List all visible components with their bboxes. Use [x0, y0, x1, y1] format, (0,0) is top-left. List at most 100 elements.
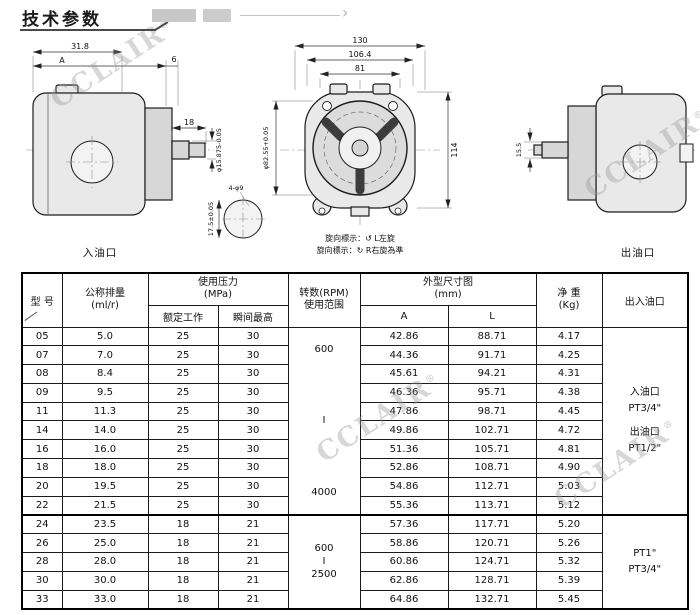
- table-cell: 07: [21, 345, 63, 366]
- dim-label: 114: [450, 142, 459, 157]
- table-cell: 9.5: [61, 382, 149, 403]
- table-cell: 14: [21, 420, 63, 441]
- table-cell: 95.71: [447, 382, 537, 403]
- table-cell: 22: [21, 495, 63, 516]
- table-cell: 16.0: [61, 439, 149, 460]
- dim-label: φ82.55+0.05: [262, 127, 270, 170]
- table-cell: 25: [147, 420, 219, 441]
- page-header: 技术参数 ›: [0, 0, 700, 36]
- left-view-drawing: 31.8 A 6 18 φ15.875-0.05 4-φ9 17.5±0.05 …: [26, 42, 266, 259]
- table-cell: 30: [217, 326, 289, 347]
- table-cell: 4.90: [535, 458, 603, 478]
- table-cell: 88.71: [447, 326, 537, 347]
- table-cell: 21: [217, 570, 289, 591]
- table-cell: 30: [217, 495, 289, 516]
- table-cell: 25: [147, 364, 219, 384]
- table-cell: 57.36: [359, 513, 449, 535]
- table-cell: 21: [217, 533, 289, 554]
- table-cell: 14.0: [61, 420, 149, 441]
- rpm-range-cell-line: I: [322, 415, 326, 427]
- page-title: 技术参数: [22, 10, 102, 30]
- table-cell: 5.0: [61, 326, 149, 347]
- rpm-range-cell-line: 600: [314, 543, 334, 555]
- table-cell: 4.81: [535, 439, 603, 460]
- ports-cell-line: PT1/2": [628, 442, 662, 454]
- table-cell: 62.86: [359, 570, 449, 591]
- table-cell: 105.71: [447, 439, 537, 460]
- spec-table: 型 号 公称排量 (ml/r) 使用压力 (MPa) 转数(RPM) 使用范围 …: [21, 272, 689, 610]
- table-cell: 25: [147, 401, 219, 422]
- sub-header-row: 额定工作 瞬间最高 A L: [22, 304, 688, 328]
- table-cell: 44.36: [359, 345, 449, 366]
- table-cell: 58.86: [359, 533, 449, 554]
- table-cell: 54.86: [359, 476, 449, 497]
- table-cell: 46.36: [359, 382, 449, 403]
- table-cell: 4.45: [535, 401, 603, 422]
- ports-cell-line: PT3/4": [628, 402, 662, 414]
- table-cell: 30: [217, 420, 289, 441]
- table-cell: 51.36: [359, 439, 449, 460]
- table-cell: 64.86: [359, 589, 449, 610]
- table-cell: 102.71: [447, 420, 537, 441]
- col-header-unit: (Kg): [558, 300, 580, 312]
- table-cell: 25: [147, 326, 219, 347]
- rpm-range-cell-line: I: [322, 556, 326, 568]
- col-header-unit: (mm): [434, 289, 462, 301]
- rpm-range-cell-line: 4000: [311, 486, 337, 498]
- col-header-dimensions: 外型尺寸图 (mm): [359, 272, 537, 306]
- table-cell: 30: [21, 570, 63, 591]
- outlet-port-label: 出油口: [621, 246, 656, 259]
- table-cell: 47.86: [359, 401, 449, 422]
- table-cell: 33: [21, 589, 63, 610]
- table-cell: 132.71: [447, 589, 537, 610]
- table-cell: 52.86: [359, 458, 449, 478]
- table-cell: 60.86: [359, 552, 449, 572]
- col-header-model: 型 号: [21, 272, 63, 328]
- table-cell: 18: [21, 458, 63, 478]
- table-cell: 5.45: [535, 589, 603, 610]
- table-cell: 113.71: [447, 495, 537, 516]
- table-cell: 124.71: [447, 552, 537, 572]
- col-header-rpm: 转数(RPM) 使用范围: [287, 272, 361, 328]
- table-cell: 4.31: [535, 364, 603, 384]
- table-cell: 4.25: [535, 345, 603, 366]
- table-cell: 18: [147, 552, 219, 572]
- rotation-note: 旋向標示：↻ R右旋為準: [317, 245, 404, 255]
- table-cell: 45.61: [359, 364, 449, 384]
- table-cell: 21: [217, 552, 289, 572]
- table-cell: 05: [21, 326, 63, 347]
- dim-label: 106.4: [349, 50, 372, 59]
- table-cell: 94.21: [447, 364, 537, 384]
- dim-label: 18: [184, 118, 194, 127]
- dim-label: A: [59, 56, 65, 65]
- table-cell: 30: [217, 382, 289, 403]
- table-cell: 49.86: [359, 420, 449, 441]
- table-cell: 5.26: [535, 533, 603, 554]
- dim-label: 17.5±0.05: [207, 202, 215, 236]
- right-view-drawing: 15.5 出油口: [515, 85, 697, 259]
- col-header-text: 使用范围: [304, 300, 344, 312]
- col-header-text: 公称排量: [85, 287, 125, 299]
- front-view-drawing: 130 106.4 81 φ82.55+0.05 114 旋向標示：↺ L左旋 …: [262, 36, 459, 255]
- table-cell: 21: [217, 513, 289, 535]
- col-header-dim-l: L: [447, 304, 537, 328]
- col-header-unit: (ml/r): [91, 300, 119, 312]
- table-cell: 28: [21, 552, 63, 572]
- technical-drawings: 31.8 A 6 18 φ15.875-0.05 4-φ9 17.5±0.05 …: [26, 36, 697, 259]
- table-cell: 112.71: [447, 476, 537, 497]
- table-cell: 25: [147, 439, 219, 460]
- table-cell: 08: [21, 364, 63, 384]
- table-cell: 21.5: [61, 495, 149, 516]
- table-cell: 28.0: [61, 552, 149, 572]
- table-cell: 20: [21, 476, 63, 497]
- table-cell: 98.71: [447, 401, 537, 422]
- dim-label: 15.5: [515, 143, 523, 157]
- table-cell: 42.86: [359, 326, 449, 347]
- table-cell: 33.0: [61, 589, 149, 610]
